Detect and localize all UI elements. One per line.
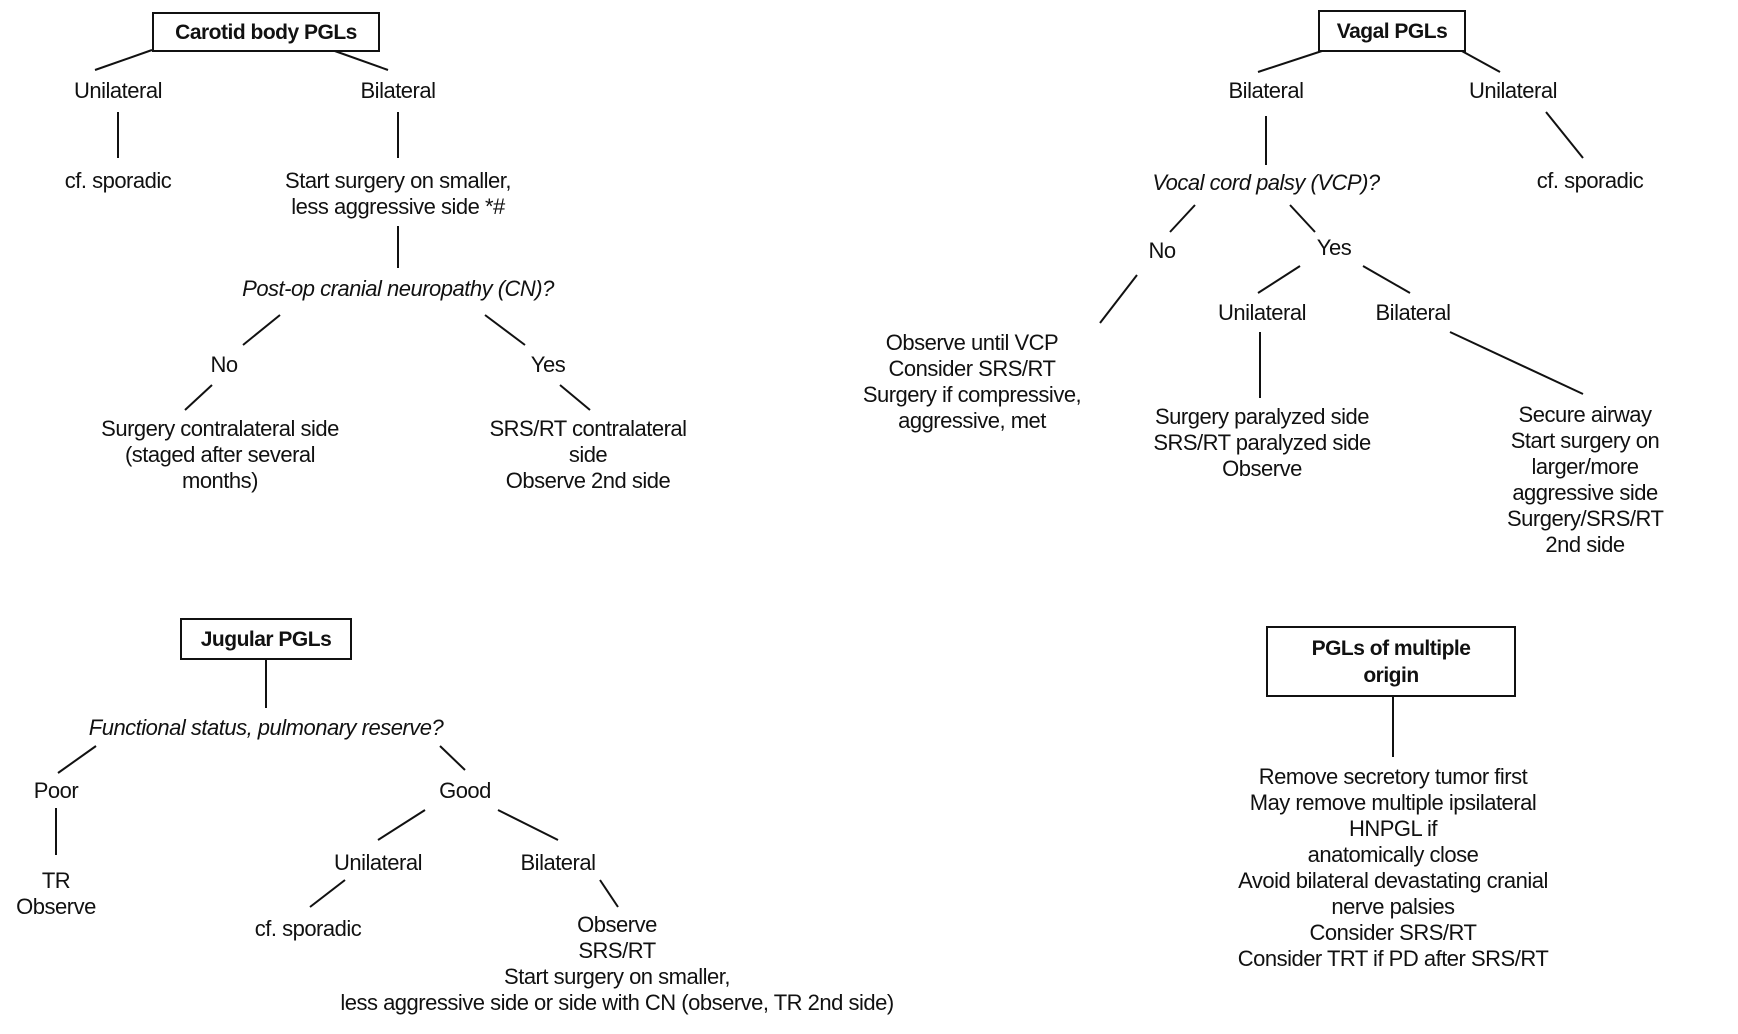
carotid-bilateral-step: Start surgery on smaller, less aggressiv… [285, 168, 511, 219]
vagal-title: Vagal PGLs [1336, 19, 1448, 43]
vagal-unilateral-label: Unilateral [1469, 78, 1557, 103]
vagal-no-outcome: Observe until VCP Consider SRS/RT Surger… [862, 330, 1082, 433]
jugular-poor-label: Poor [33, 778, 79, 803]
jugular-title: Jugular PGLs [200, 627, 332, 651]
jugular-good-label: Good [439, 778, 491, 803]
jugular-question: Functional status, pulmonary reserve? [88, 715, 444, 740]
carotid-title: Carotid body PGLs [175, 20, 357, 44]
jugular-bilateral-outcome: Observe SRS/RT Start surgery on smaller,… [340, 912, 894, 1015]
vagal-yes-bilateral-outcome: Secure airway Start surgery on larger/mo… [1506, 402, 1664, 557]
jugular-bilateral-label: Bilateral [520, 850, 596, 875]
vagal-bilateral-label: Bilateral [1228, 78, 1304, 103]
carotid-bilateral-label: Bilateral [360, 78, 436, 103]
multiple-title: PGLs of multiple origin [1311, 636, 1471, 687]
carotid-unilateral-label: Unilateral [74, 78, 162, 103]
vagal-yes-unilateral-label: Unilateral [1218, 300, 1306, 325]
vagal-unilateral-outcome: cf. sporadic [1536, 168, 1644, 193]
vagal-yes-unilateral-outcome: Surgery paralyzed side SRS/RT paralyzed … [1153, 404, 1371, 481]
carotid-cn-question: Post-op cranial neuropathy (CN)? [242, 276, 554, 301]
vagal-no-label: No [1148, 238, 1176, 263]
vagal-vcp-question: Vocal cord palsy (VCP)? [1152, 170, 1380, 195]
carotid-no-label: No [210, 352, 238, 377]
carotid-unilateral-outcome: cf. sporadic [64, 168, 172, 193]
jugular-title-box: Jugular PGLs [180, 618, 352, 660]
vagal-title-box: Vagal PGLs [1318, 10, 1466, 52]
multiple-title-box: PGLs of multiple origin [1266, 626, 1516, 697]
carotid-yes-label: Yes [530, 352, 566, 377]
jugular-unilateral-outcome: cf. sporadic [254, 916, 362, 941]
carotid-no-outcome: Surgery contralateral side (staged after… [101, 416, 339, 493]
vagal-yes-bilateral-label: Bilateral [1375, 300, 1451, 325]
jugular-unilateral-label: Unilateral [334, 850, 422, 875]
vagal-yes-label: Yes [1316, 235, 1352, 260]
multiple-recommendations: Remove secretory tumor first May remove … [1237, 764, 1549, 971]
carotid-title-box: Carotid body PGLs [152, 12, 380, 52]
jugular-poor-outcome: TR Observe [16, 868, 96, 919]
carotid-yes-outcome: SRS/RT contralateral side Observe 2nd si… [489, 416, 687, 493]
